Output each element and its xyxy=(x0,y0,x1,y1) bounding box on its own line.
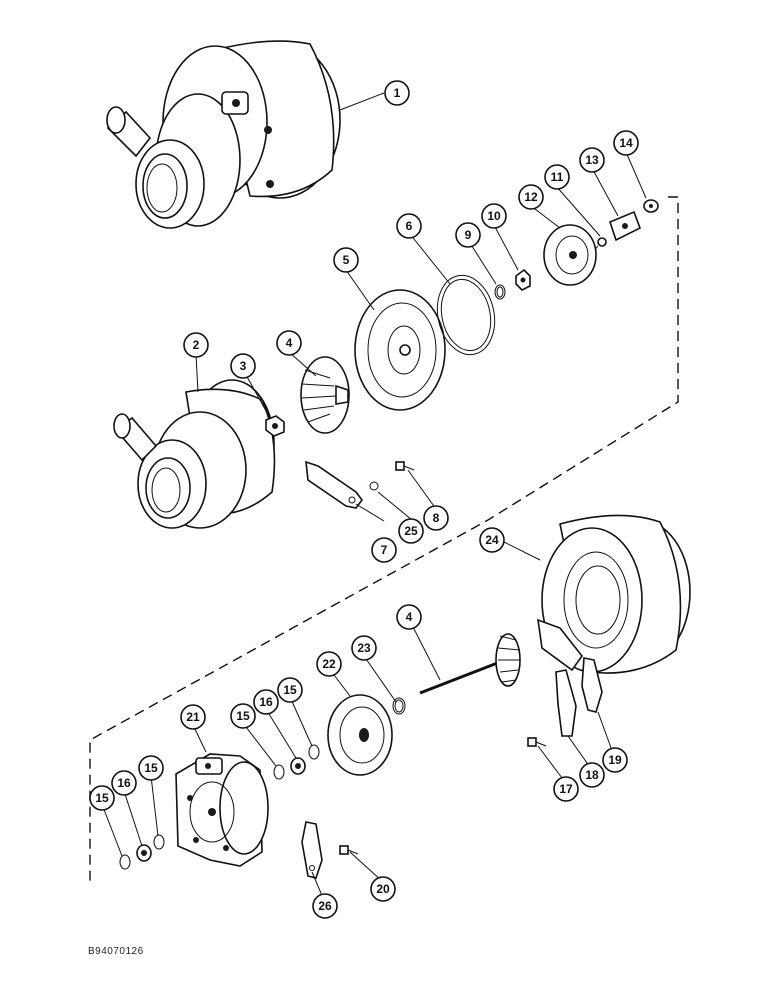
svg-text:11: 11 xyxy=(551,170,564,184)
turbine-housing-part xyxy=(537,514,691,674)
bolt-part-20 xyxy=(339,845,359,855)
svg-text:15: 15 xyxy=(236,709,250,723)
svg-text:4: 4 xyxy=(286,336,293,350)
svg-text:8: 8 xyxy=(433,511,440,525)
svg-text:9: 9 xyxy=(465,228,472,242)
svg-text:6: 6 xyxy=(406,219,413,233)
bolt-part-8 xyxy=(395,461,415,471)
callout-13: 13 xyxy=(579,147,605,173)
callout-26: 26 xyxy=(312,893,338,919)
bearing-part-16-center xyxy=(290,757,306,775)
callout-14: 14 xyxy=(613,130,639,156)
retaining-ring-part-15-mid xyxy=(153,834,165,850)
compressor-housing-part xyxy=(113,379,276,529)
callout-1: 1 xyxy=(384,80,410,106)
collar-part-10 xyxy=(515,268,531,291)
svg-text:3: 3 xyxy=(240,359,247,373)
callout-4-compressor-wheel: 4 xyxy=(276,330,302,356)
callout-12: 12 xyxy=(518,184,544,210)
center-housing-part xyxy=(175,753,269,867)
bolt-part-17 xyxy=(527,737,547,747)
callout-11: 11 xyxy=(544,164,570,190)
callout-22: 22 xyxy=(316,651,342,677)
callout-24: 24 xyxy=(479,527,505,553)
svg-text:24: 24 xyxy=(485,533,499,547)
svg-text:16: 16 xyxy=(259,695,273,709)
retaining-ring-part-15-right xyxy=(308,744,320,760)
piston-ring-part xyxy=(392,697,406,715)
svg-text:15: 15 xyxy=(95,791,109,805)
flange-plate-part-13 xyxy=(609,210,642,242)
callout-15-center-left: 15 xyxy=(230,703,256,729)
svg-text:15: 15 xyxy=(144,761,158,775)
callout-16-left: 16 xyxy=(111,770,137,796)
svg-text:14: 14 xyxy=(619,136,633,150)
svg-text:16: 16 xyxy=(117,776,131,790)
svg-text:22: 22 xyxy=(322,657,336,671)
svg-text:2: 2 xyxy=(193,338,200,352)
svg-text:13: 13 xyxy=(585,153,599,167)
callout-9: 9 xyxy=(455,222,481,248)
clamp-plate-part-18 xyxy=(555,669,577,737)
callout-3: 3 xyxy=(230,353,256,379)
svg-text:21: 21 xyxy=(186,710,200,724)
back-plate-part xyxy=(354,289,446,411)
svg-text:17: 17 xyxy=(559,782,573,796)
callout-25: 25 xyxy=(398,518,424,544)
washer-part-25 xyxy=(369,481,379,491)
turbocharger-assembly-part xyxy=(106,40,341,229)
callout-23: 23 xyxy=(351,635,377,661)
callout-2: 2 xyxy=(183,332,209,358)
svg-text:25: 25 xyxy=(404,524,418,538)
svg-text:20: 20 xyxy=(376,882,390,896)
callout-19: 19 xyxy=(602,747,628,773)
retaining-ring-part-15-center xyxy=(273,764,285,780)
svg-text:19: 19 xyxy=(608,753,622,767)
assembly-boundary-line xyxy=(89,196,679,882)
svg-text:7: 7 xyxy=(381,543,388,557)
callout-15-center-right: 15 xyxy=(277,677,303,703)
retaining-ring-part-9 xyxy=(494,284,506,300)
svg-text:26: 26 xyxy=(318,899,332,913)
callout-10: 10 xyxy=(481,203,507,229)
callout-5: 5 xyxy=(333,247,359,273)
svg-text:1: 1 xyxy=(394,86,401,100)
clamp-plate-part-26 xyxy=(301,821,323,879)
svg-text:15: 15 xyxy=(283,683,297,697)
retaining-ring-part-15-left xyxy=(119,854,131,870)
callout-18: 18 xyxy=(579,762,605,788)
nut-part-14 xyxy=(643,199,659,213)
svg-text:12: 12 xyxy=(524,190,538,204)
callout-16-center: 16 xyxy=(253,689,279,715)
turbine-shaft-part xyxy=(419,633,521,695)
seal-ring-part xyxy=(436,274,496,356)
seal-plate-part-12 xyxy=(543,224,597,286)
callout-7: 7 xyxy=(371,537,397,563)
callout-15-left-mid: 15 xyxy=(138,755,164,781)
callout-15-left: 15 xyxy=(89,785,115,811)
svg-text:4: 4 xyxy=(406,610,413,624)
svg-text:23: 23 xyxy=(357,641,371,655)
svg-text:5: 5 xyxy=(343,253,350,267)
callout-4-turbine-shaft: 4 xyxy=(396,604,422,630)
clamp-plate-part-7 xyxy=(305,460,363,509)
clamp-plate-part-19 xyxy=(581,657,603,713)
svg-text:18: 18 xyxy=(585,768,599,782)
drawing-code: B94070126 xyxy=(88,946,144,957)
callout-8: 8 xyxy=(423,505,449,531)
callouts: 1 2 3 4 4 5 6 7 8 9 10 11 12 13 14 15 15… xyxy=(89,80,639,919)
callout-6: 6 xyxy=(396,213,422,239)
callout-21: 21 xyxy=(180,704,206,730)
callout-20: 20 xyxy=(370,876,396,902)
heat-shield-part xyxy=(327,694,393,776)
callout-17: 17 xyxy=(553,776,579,802)
bearing-part-16-left xyxy=(136,844,152,862)
nut-part xyxy=(265,415,285,437)
svg-text:10: 10 xyxy=(487,209,501,223)
compressor-wheel-part xyxy=(300,356,350,434)
